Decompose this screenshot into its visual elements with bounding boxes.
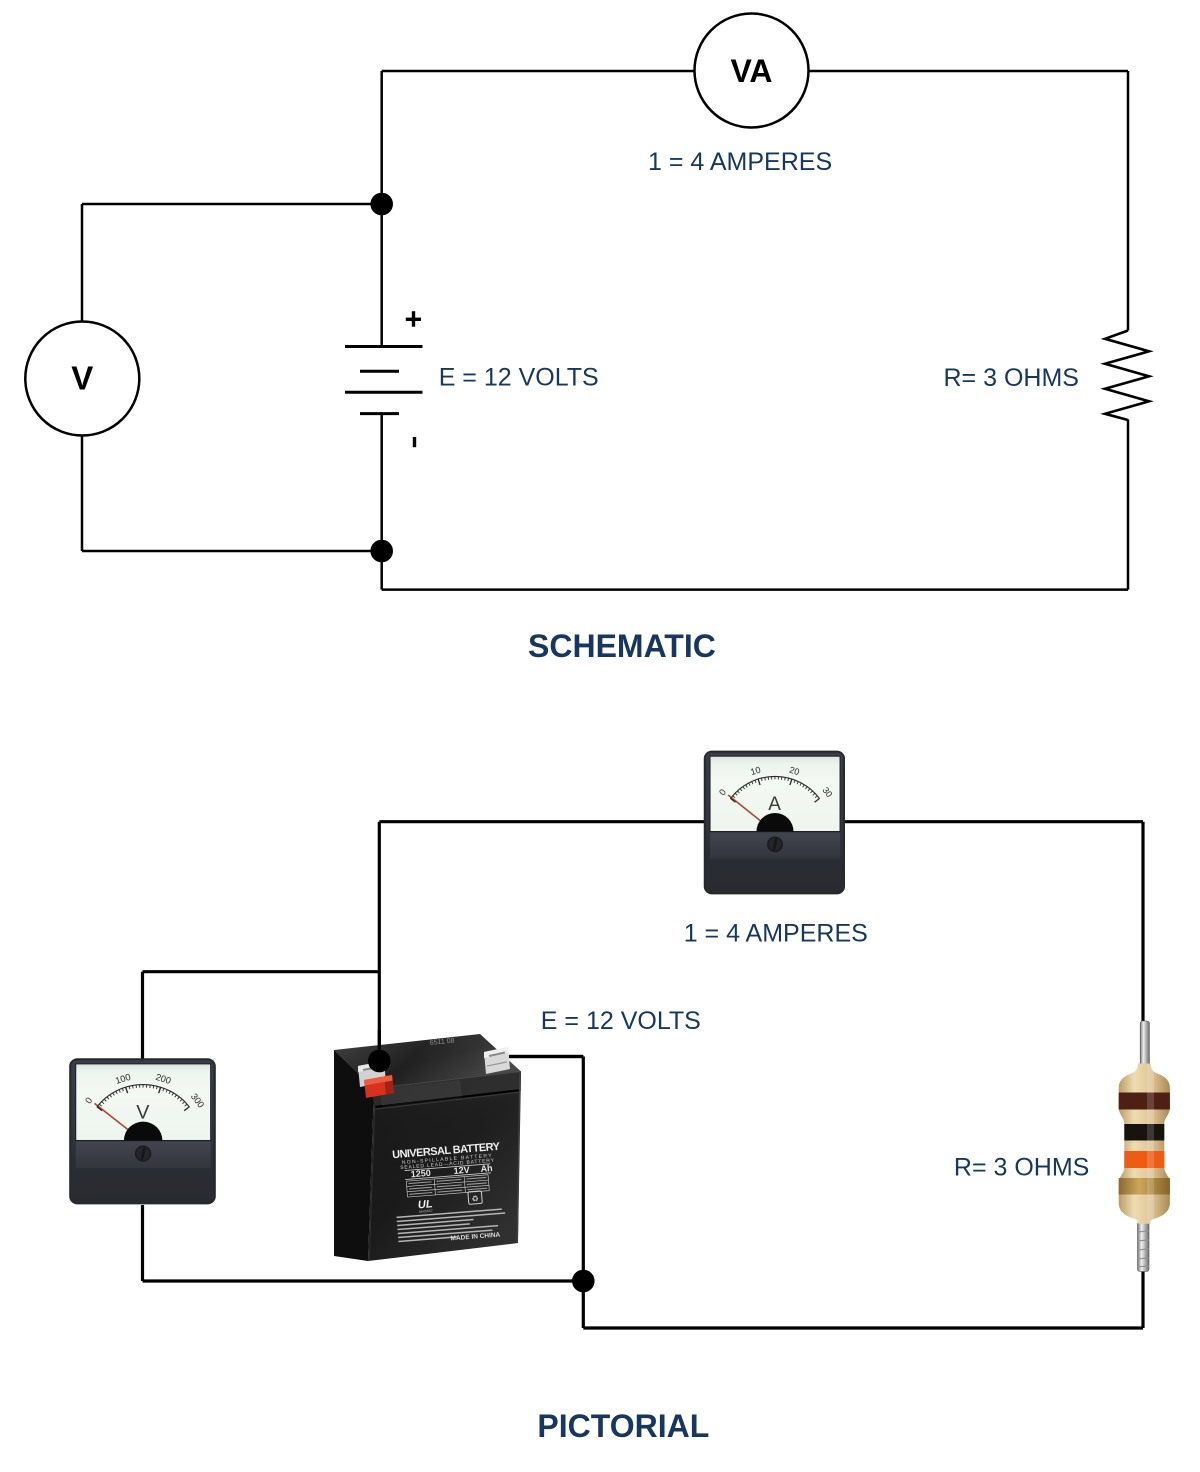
svg-text:10: 10 (749, 765, 762, 778)
svg-text:E = 12 VOLTS: E = 12 VOLTS (541, 1007, 701, 1035)
svg-text:SCHEMATIC: SCHEMATIC (528, 628, 716, 664)
svg-text:E = 12 VOLTS: E = 12 VOLTS (439, 363, 599, 391)
svg-text:UL: UL (417, 1198, 433, 1211)
svg-text:MH20567: MH20567 (419, 1209, 433, 1214)
svg-text:A: A (768, 794, 781, 815)
svg-text:MADE IN CHINA: MADE IN CHINA (450, 1231, 501, 1242)
svg-text:VA: VA (730, 53, 772, 89)
svg-text:♻: ♻ (471, 1194, 479, 1204)
svg-text:0: 0 (717, 787, 728, 797)
svg-text:1 = 4 AMPERES: 1 = 4 AMPERES (648, 148, 832, 176)
svg-text:1250: 1250 (410, 1168, 431, 1180)
svg-text:V: V (71, 360, 93, 397)
svg-text:200: 200 (154, 1072, 172, 1086)
svg-text:30: 30 (820, 785, 834, 799)
svg-text:20: 20 (788, 765, 801, 778)
svg-text:PICTORIAL: PICTORIAL (537, 1408, 709, 1444)
svg-text:R= 3 OHMS: R= 3 OHMS (954, 1154, 1089, 1182)
svg-text:1 = 4 AMPERES: 1 = 4 AMPERES (684, 920, 868, 948)
svg-text:100: 100 (114, 1072, 132, 1086)
svg-text:0: 0 (83, 1096, 94, 1106)
svg-text:12V: 12V (453, 1165, 470, 1176)
svg-text:6511 08: 6511 08 (429, 1037, 454, 1047)
svg-text:Ah: Ah (480, 1163, 493, 1174)
svg-text:R= 3 OHMS: R= 3 OHMS (944, 364, 1079, 392)
svg-text:V: V (136, 1102, 149, 1124)
